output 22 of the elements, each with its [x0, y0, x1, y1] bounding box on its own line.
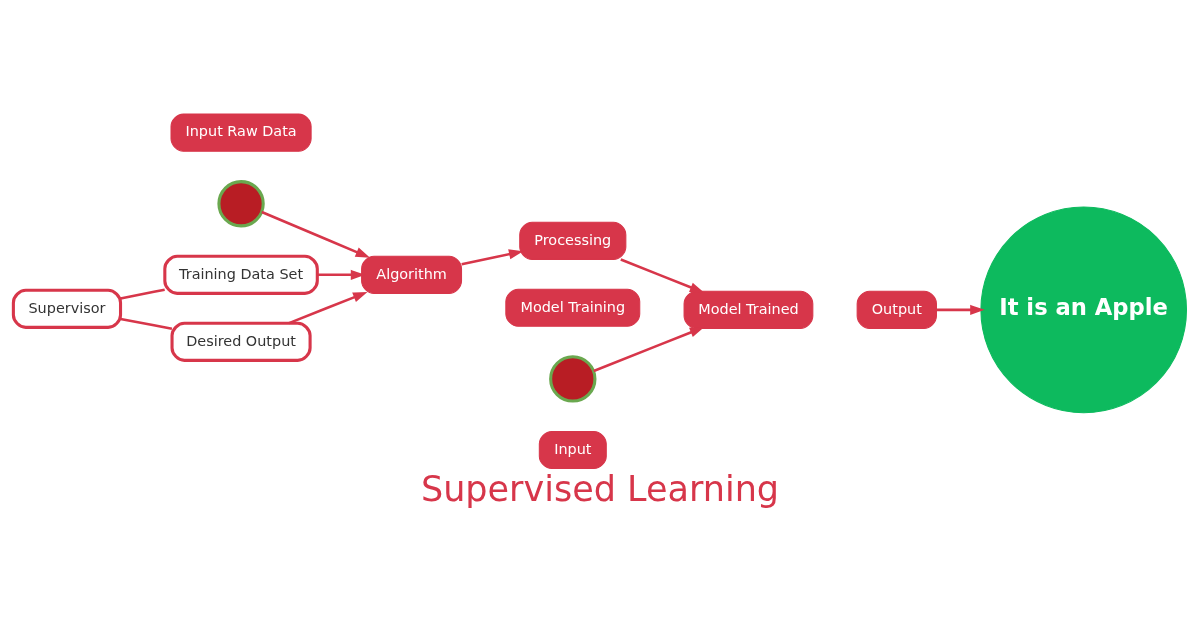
node-circle [217, 179, 265, 227]
node-box: Training Data Set [163, 254, 319, 295]
arrow [461, 248, 524, 266]
arrow [936, 304, 985, 315]
node-box: Processing [519, 221, 627, 260]
arrow [288, 291, 368, 324]
arrow [261, 210, 371, 258]
node-box: Model Trained [683, 290, 814, 329]
node-box: Model Training [505, 288, 641, 327]
connector [120, 287, 165, 300]
node-box: Supervisor [11, 288, 123, 329]
node-box: Algorithm [361, 255, 463, 294]
node-box: Output [856, 290, 937, 329]
node-box: Input Raw Data [170, 113, 312, 152]
node-box: Desired Output [170, 321, 312, 362]
node-box: Input [538, 430, 607, 469]
node-circle [549, 354, 597, 403]
node-circle: It is an Apple [980, 206, 1188, 413]
connector [120, 317, 173, 330]
arrow [593, 326, 705, 372]
diagram-title: Supervised Learning [420, 467, 780, 509]
arrow [620, 257, 705, 293]
